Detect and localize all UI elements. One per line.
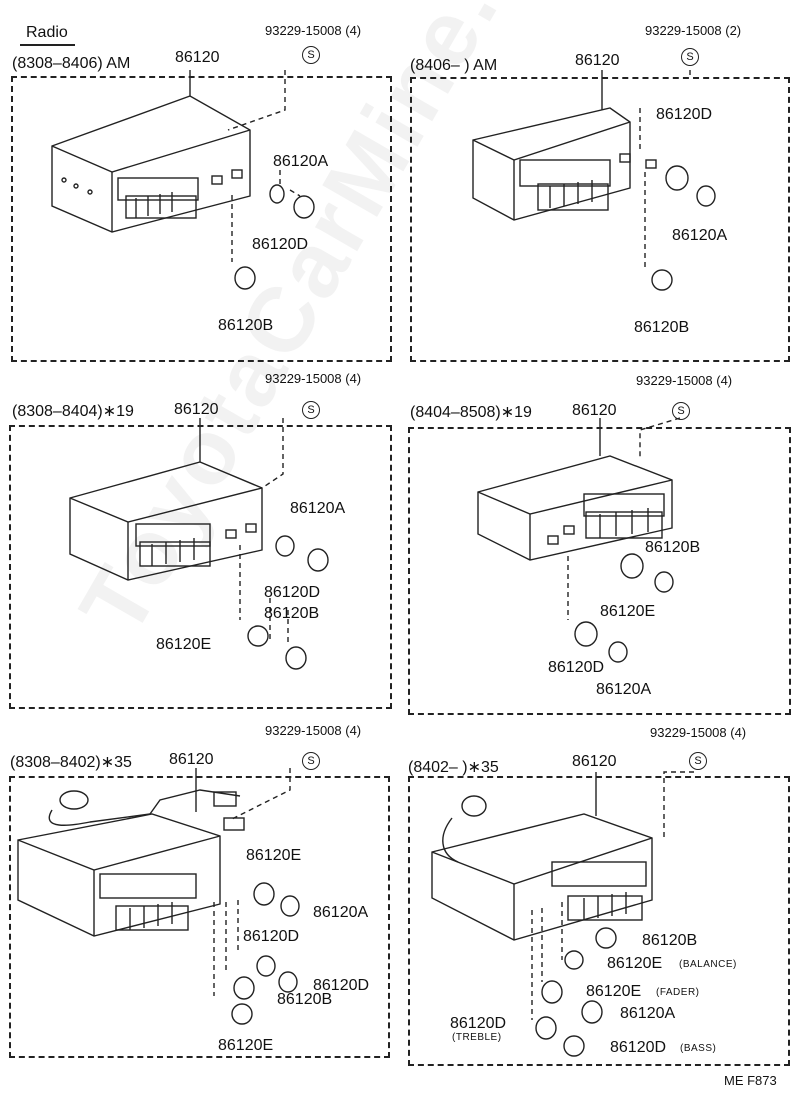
panel-3-part-d: 86120D [264,584,321,601]
panel-3-knobs [247,535,329,670]
panel-2-knobs [651,165,716,291]
panel-1-knobs [234,184,315,290]
panel-1-frame [11,76,392,362]
panel-3-part-e: 86120E [156,636,212,653]
panel-4-assembly: 86120 [572,402,617,419]
figure-code: ME F873 [724,1073,777,1088]
panel-1-assembly: 86120 [175,49,220,66]
panel-6-screw-icon: S [689,752,707,770]
panel-1-part-a: 86120A [273,153,329,170]
panel-1-part-b: 86120B [218,317,274,334]
panel-5-part-b: 86120B [277,991,333,1008]
panel-6-date: (8402– )∗35 [408,759,499,776]
panel-4-screw-part: 93229-15008 (4) [636,373,733,388]
panel-5-knobs [231,882,300,1025]
panel-2-part-a: 86120A [672,227,728,244]
panel-1-date: (8308–8406) AM [12,55,131,72]
panel-5-part-e-bottom: 86120E [218,1037,274,1054]
panel-6-part-d-treble: 86120D [450,1015,507,1032]
panel-6-part-a: 86120A [620,1005,676,1022]
panel-5-screw-part: 93229-15008 (4) [265,723,362,738]
panel-4-date: (8404–8508)∗19 [410,404,532,421]
panel-2-assembly: 86120 [575,52,620,69]
panel-1-part-d: 86120D [252,236,309,253]
title-underline [20,44,75,46]
panel-6-part-e-balance: 86120E [607,955,663,972]
panel-6-part-e-fader: 86120E [586,983,642,1000]
panel-3-screw-icon: S [302,401,320,419]
panel-6-note-balance: (BALANCE) [679,959,737,970]
panel-5-frame [9,776,390,1058]
panel-6-part-d-bass: 86120D [610,1039,667,1056]
panel-4-part-a: 86120A [596,681,652,698]
panel-6-radio-drawing [431,795,653,941]
page-title: Radio [26,24,68,41]
panel-4-part-d: 86120D [548,659,605,676]
panel-6-part-b: 86120B [642,932,698,949]
panel-5-part-e-top: 86120E [246,847,302,864]
panel-4-part-e: 86120E [600,603,656,620]
panel-6-note-treble: (TREBLE) [452,1032,502,1043]
panel-3-part-a: 86120A [290,500,346,517]
panel-1-screw-icon: S [302,46,320,64]
panel-1-screw-part: 93229-15008 (4) [265,23,362,38]
panel-3-part-b: 86120B [264,605,320,622]
panel-3-assembly: 86120 [174,401,219,418]
panel-4-knobs [574,553,674,663]
panel-3-screw-part: 93229-15008 (4) [265,371,362,386]
panel-5-part-a: 86120A [313,904,369,921]
panel-5-leader-lines [213,768,291,996]
panel-5-part-d-left: 86120D [243,928,300,945]
panel-6-knobs [535,927,617,1057]
panel-6-assembly: 86120 [572,753,617,770]
panel-2-screw-part: 93229-15008 (2) [645,23,742,38]
panel-1-leader-lines [227,70,301,262]
panel-2-date: (8406– ) AM [410,57,498,74]
panel-4-part-b: 86120B [645,539,701,556]
panel-4-screw-icon: S [672,402,690,420]
panel-6-leader-lines [531,771,694,1020]
panel-5-radio-drawing [17,789,245,937]
panel-3-radio-drawing [69,461,263,581]
panel-2-radio-drawing [472,107,657,221]
panel-5-part-d-right: 86120D [313,977,370,994]
panel-6-note-bass: (BASS) [680,1043,717,1054]
panel-4-radio-drawing [477,455,673,561]
panel-5-assembly: 86120 [169,751,214,768]
panel-6-note-fader: (FADER) [656,987,700,998]
panel-3-date: (8308–8404)∗19 [12,403,134,420]
panel-1-radio-drawing [51,95,251,233]
panel-2-frame [410,77,790,362]
panel-6-screw-part: 93229-15008 (4) [650,725,747,740]
panel-5-date: (8308–8402)∗35 [10,754,132,771]
panel-2-part-b: 86120B [634,319,690,336]
panel-2-screw-icon: S [681,48,699,66]
panel-3-leader-lines [239,418,289,646]
panel-4-leader-lines [567,417,681,620]
panel-5-screw-icon: S [302,752,320,770]
panel-2-part-d: 86120D [656,106,713,123]
panel-6-frame [408,776,790,1066]
panel-2-leader-lines [639,70,691,268]
